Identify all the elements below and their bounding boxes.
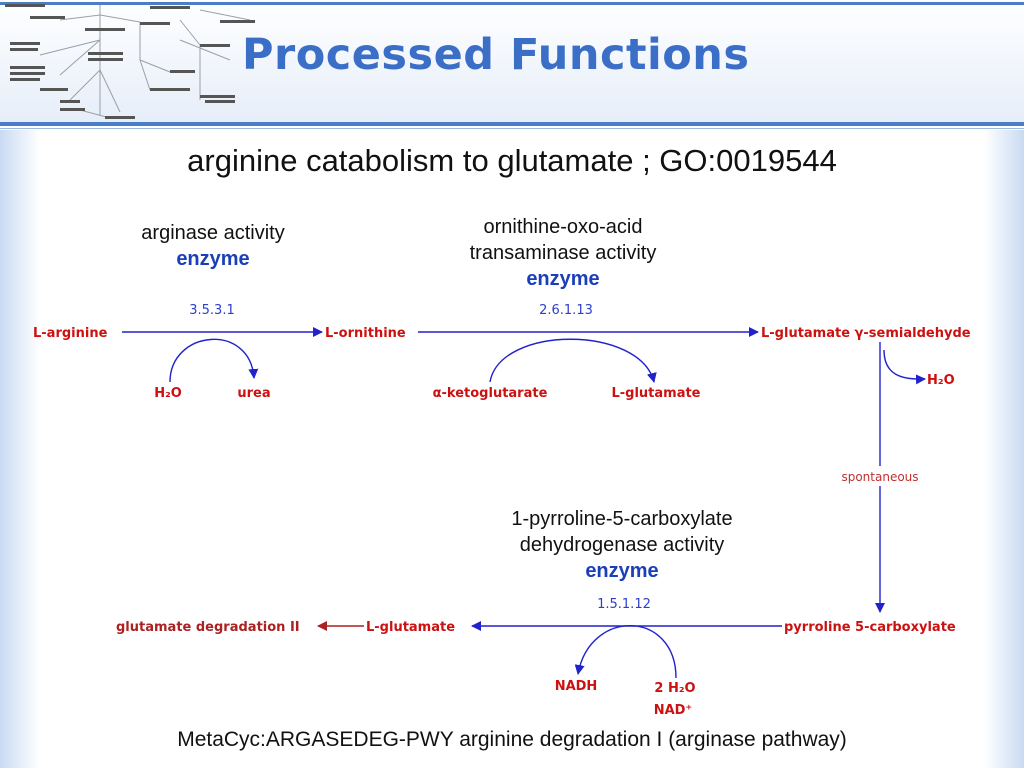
header-bottom-rule — [0, 122, 1024, 126]
right-side-gradient — [984, 130, 1024, 768]
reaction-3-ec-number: 1.5.1.12 — [597, 597, 651, 612]
compound-l-ornithine: L-ornithine — [325, 326, 406, 341]
reaction-2-ec-number: 2.6.1.13 — [539, 303, 593, 318]
reaction-3-caption: 1-pyrroline-5-carboxylate dehydrogenase … — [472, 506, 772, 584]
metacyc-pathway-reference: MetaCyc:ARGASEDEG-PWY arginine degradati… — [177, 728, 847, 751]
reaction-3-activity-line1: 1-pyrroline-5-carboxylate — [511, 508, 733, 530]
compound-h2o-1: H₂O — [154, 386, 182, 401]
reaction-2-enzyme-label: enzyme — [526, 268, 600, 290]
compound-l-glutamate-semialdehyde: L-glutamate γ-semialdehyde — [761, 326, 971, 341]
compound-l-glutamate-2: L-glutamate — [366, 620, 455, 635]
reaction-1-side-arc — [169, 338, 259, 383]
pathway-link-glutamate-degradation: glutamate degradation II — [116, 620, 300, 635]
compound-h2o-2: H₂O — [927, 373, 955, 388]
compound-nadh: NADH — [555, 679, 598, 694]
compound-a-ketoglutarate: α-ketoglutarate — [433, 386, 548, 401]
go-tree-thumbnail-image — [5, 4, 255, 119]
reaction-1-ec-number: 3.5.3.1 — [189, 303, 234, 318]
pathway-diagram: 3.5.3.1 2.6.1.13 1.5.1.12 L-arginine L-o… — [33, 303, 971, 718]
header-thin-rule — [0, 128, 1024, 129]
reaction-3-side-arc — [574, 625, 677, 679]
compound-l-glutamate-1: L-glutamate — [611, 386, 700, 401]
header-band — [0, 0, 1024, 122]
reaction-3-enzyme-label: enzyme — [585, 560, 659, 582]
reaction-2-side-arc — [489, 338, 657, 383]
reaction-2-activity-line1: ornithine-oxo-acid — [483, 216, 643, 238]
compound-l-arginine: L-arginine — [33, 326, 108, 341]
reaction-1-activity: arginase activity — [141, 222, 285, 244]
slide-title: Processed Functions — [242, 30, 750, 80]
compound-pyrroline-5-carboxylate: pyrroline 5-carboxylate — [784, 620, 956, 635]
reaction-1-enzyme-label: enzyme — [176, 248, 250, 270]
header-top-rule — [0, 2, 1024, 5]
compound-nad: NAD⁺ — [654, 703, 693, 718]
pathway-subtitle: arginine catabolism to glutamate ; GO:00… — [187, 143, 837, 178]
reaction-1-caption: arginase activity enzyme — [103, 220, 323, 272]
compound-urea: urea — [237, 386, 270, 401]
reaction-2-caption: ornithine-oxo-acid transaminase activity… — [423, 214, 703, 292]
spontaneous-label-bg — [826, 466, 934, 486]
spontaneous-label: spontaneous — [841, 470, 918, 484]
reaction-2-activity-line2: transaminase activity — [469, 242, 657, 264]
reaction-3-activity-line2: dehydrogenase activity — [519, 534, 725, 556]
left-side-gradient — [0, 130, 40, 768]
h2o-release-arc — [883, 349, 926, 385]
compound-2-h2o: 2 H₂O — [654, 681, 695, 696]
